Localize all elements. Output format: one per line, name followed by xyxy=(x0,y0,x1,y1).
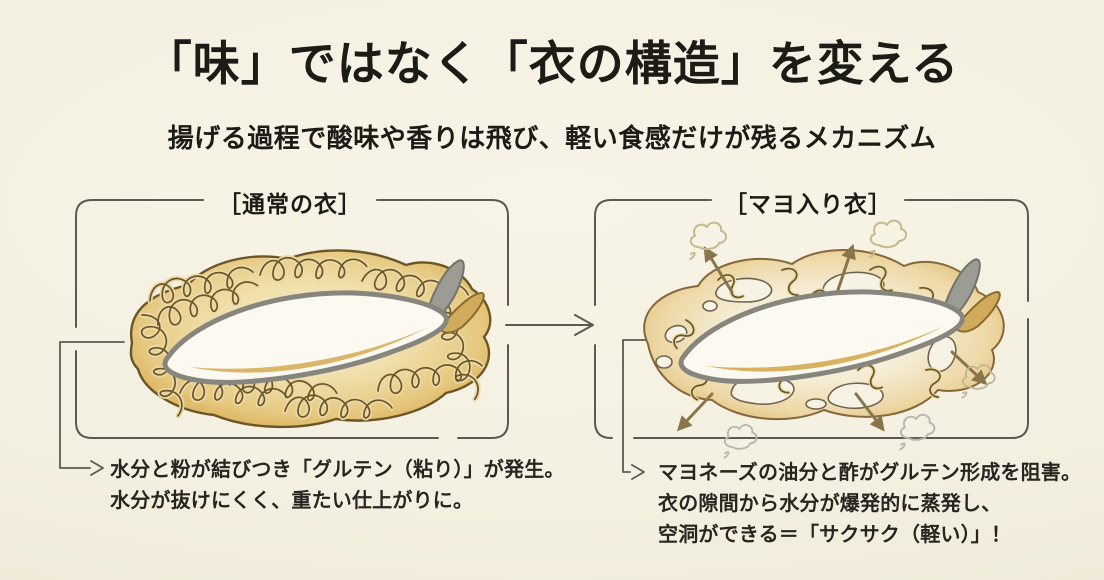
caption-line: 衣の隙間から水分が爆発的に蒸発し、 xyxy=(658,493,1002,515)
shrimp-icon xyxy=(678,258,1001,384)
caption-line: 空洞ができる＝「サクサク（軽い）」！ xyxy=(658,524,1012,546)
connector-arrow-normal xyxy=(59,341,125,476)
connector-arrow-mayo xyxy=(622,339,655,480)
illustration-normal-batter xyxy=(129,249,492,429)
panel-label-mayo: ［マヨ入り衣］ xyxy=(724,191,892,217)
page-subtitle: 揚げる過程で酸味や香りは飛び、軽い食感だけが残るメカニズム xyxy=(167,123,937,153)
shrimp-highlight xyxy=(706,326,944,372)
panel-label-normal: ［通常の衣］ xyxy=(218,191,362,217)
caption-normal: 水分と粉が結びつき「グルテン（粘り）」が発生。 水分が抜けにくく、重たい仕上がり… xyxy=(110,455,565,517)
shrimp-body xyxy=(162,290,449,385)
frame-border-mayo xyxy=(594,199,1029,439)
caption-line: 水分と粉が結びつき「グルテン（粘り）」が発生。 xyxy=(110,459,565,481)
caption-mayo: マヨネーズの油分と酢がグルテン形成を阻害。 衣の隙間から水分が爆発的に蒸発し、 … xyxy=(658,458,1081,551)
caption-line: マヨネーズの油分と酢がグルテン形成を阻害。 xyxy=(658,462,1082,484)
illustration-mayo-batter xyxy=(643,219,1005,459)
caption-line: 水分が抜けにくく、重たい仕上がりに。 xyxy=(110,490,474,512)
page-title: 「味」ではなく「衣の構造」を変える xyxy=(144,39,960,91)
shrimp-tail-icon xyxy=(438,291,485,334)
frame-border-normal xyxy=(75,199,509,439)
shrimp-tail-icon xyxy=(954,290,1001,333)
steam-arrows-icon xyxy=(676,243,988,432)
shrimp-highlight xyxy=(190,327,428,373)
shrimp-body xyxy=(678,289,965,384)
flow-arrow-icon xyxy=(505,314,594,336)
shrimp-icon xyxy=(162,259,485,385)
